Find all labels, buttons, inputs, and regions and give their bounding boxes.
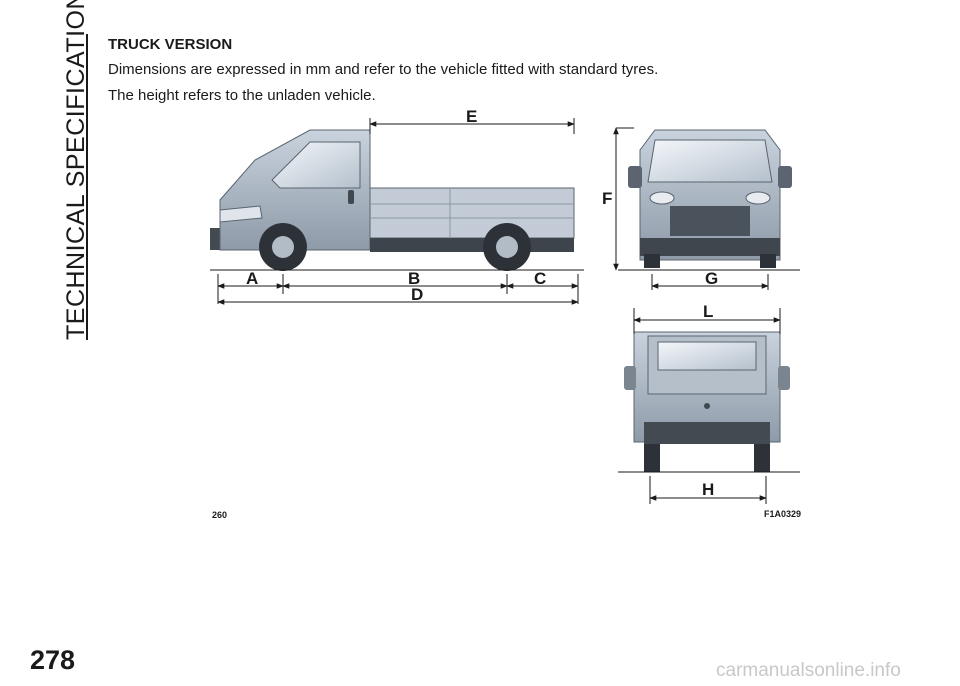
side-view-truck xyxy=(210,129,575,271)
dimension-label-b: B xyxy=(408,269,420,288)
height-note: The height refers to the unladen vehicle… xyxy=(108,87,376,104)
dimension-label-l: L xyxy=(703,302,713,321)
dimension-label-e: E xyxy=(466,110,477,126)
section-title: TECHNICAL SPECIFICATIONS xyxy=(62,0,90,340)
page-number: 278 xyxy=(30,645,76,675)
dimension-label-g: G xyxy=(705,269,718,288)
page-heading: TRUCK VERSION xyxy=(108,36,233,53)
dimension-label-a: A xyxy=(246,269,258,288)
figure-code-left: 260 xyxy=(212,510,227,520)
front-view-truck xyxy=(628,129,792,268)
sidebar-rule xyxy=(86,34,88,340)
dimension-label-f: F xyxy=(602,189,612,208)
watermark: carmanualsonline.info xyxy=(716,660,901,681)
truck-dimensions-figure: E A B C D F xyxy=(200,110,810,528)
dimension-label-d: D xyxy=(411,285,423,304)
dimensions-note: Dimensions are expressed in mm and refer… xyxy=(108,61,659,78)
figure-code-right: F1A0329 xyxy=(764,509,801,519)
dimension-label-c: C xyxy=(534,269,546,288)
dimension-label-h: H xyxy=(702,480,714,499)
rear-view-truck xyxy=(624,331,790,472)
